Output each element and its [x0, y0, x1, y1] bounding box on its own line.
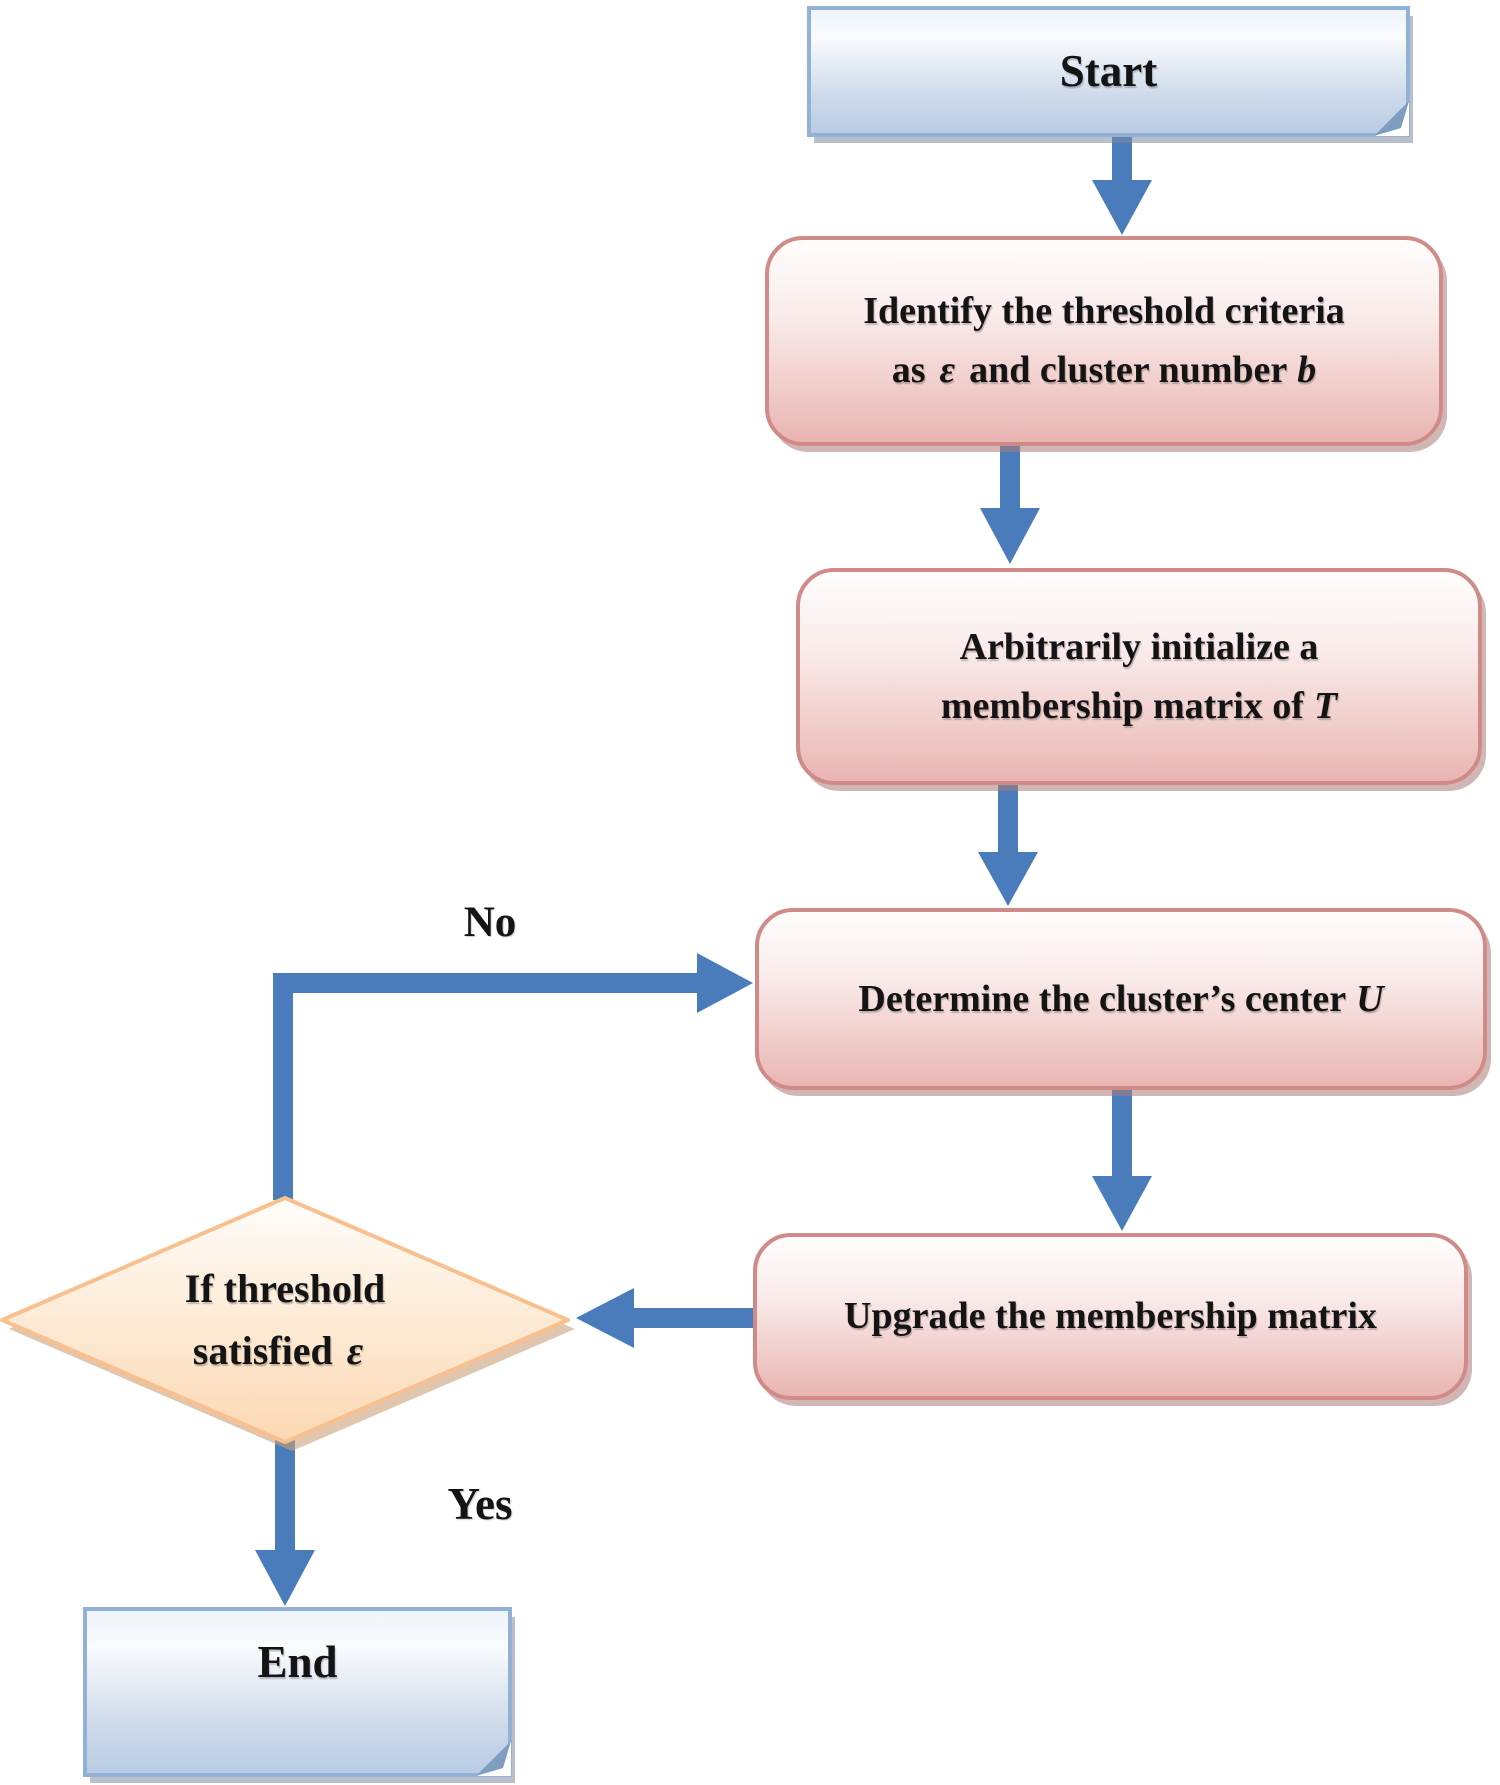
var-U: U [1356, 977, 1384, 1020]
arrow-identify-to-initialize [980, 444, 1040, 564]
end-node: End [83, 1607, 512, 1777]
epsilon-symbol: ε [939, 349, 956, 391]
initialize-line1: Arbitrarily initialize a [959, 625, 1319, 668]
epsilon-symbol: ε [346, 1328, 364, 1373]
decision-diamond [0, 1196, 575, 1451]
no-edge-label: No [463, 899, 517, 946]
var-b: b [1297, 349, 1317, 391]
arrow-upgrade-to-decision [576, 1288, 759, 1348]
arrow-determine-to-upgrade [1092, 1088, 1152, 1231]
start-node: Start [807, 6, 1410, 137]
arrow-initialize-to-determine [978, 783, 1038, 906]
folded-corner-icon [1374, 101, 1409, 136]
arrow-no-loop [273, 953, 753, 1200]
yes-edge-label: Yes [447, 1479, 513, 1529]
initialize-node: Arbitrarily initialize a membership matr… [796, 568, 1482, 785]
arrow-start-to-identify [1092, 137, 1152, 235]
start-label: Start [1059, 45, 1158, 96]
end-label: End [257, 1637, 338, 1688]
folded-corner-icon [476, 1741, 511, 1776]
var-T: T [1313, 684, 1338, 727]
identify-line1: Identify the threshold criteria [863, 290, 1345, 333]
upgrade-label: Upgrade the membership matrix [844, 1295, 1377, 1338]
upgrade-node: Upgrade the membership matrix [753, 1233, 1468, 1400]
arrow-yes [255, 1440, 315, 1606]
decision-line1: If threshold [184, 1266, 386, 1311]
